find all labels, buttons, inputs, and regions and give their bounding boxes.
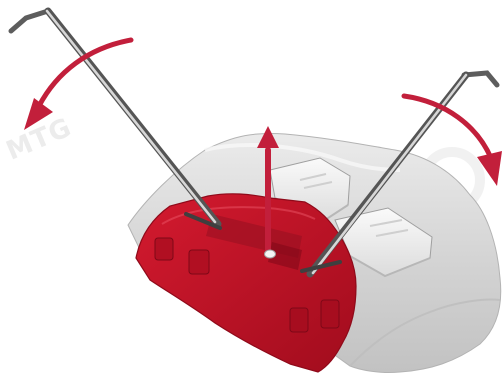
red-frame (135, 193, 357, 373)
pull-up-arrow-icon (257, 126, 279, 255)
rotate-left-arrow-icon (24, 37, 134, 130)
release-slot (264, 249, 276, 259)
screwdriver-left (8, 7, 222, 230)
rotate-right-arrow-icon (401, 93, 502, 186)
